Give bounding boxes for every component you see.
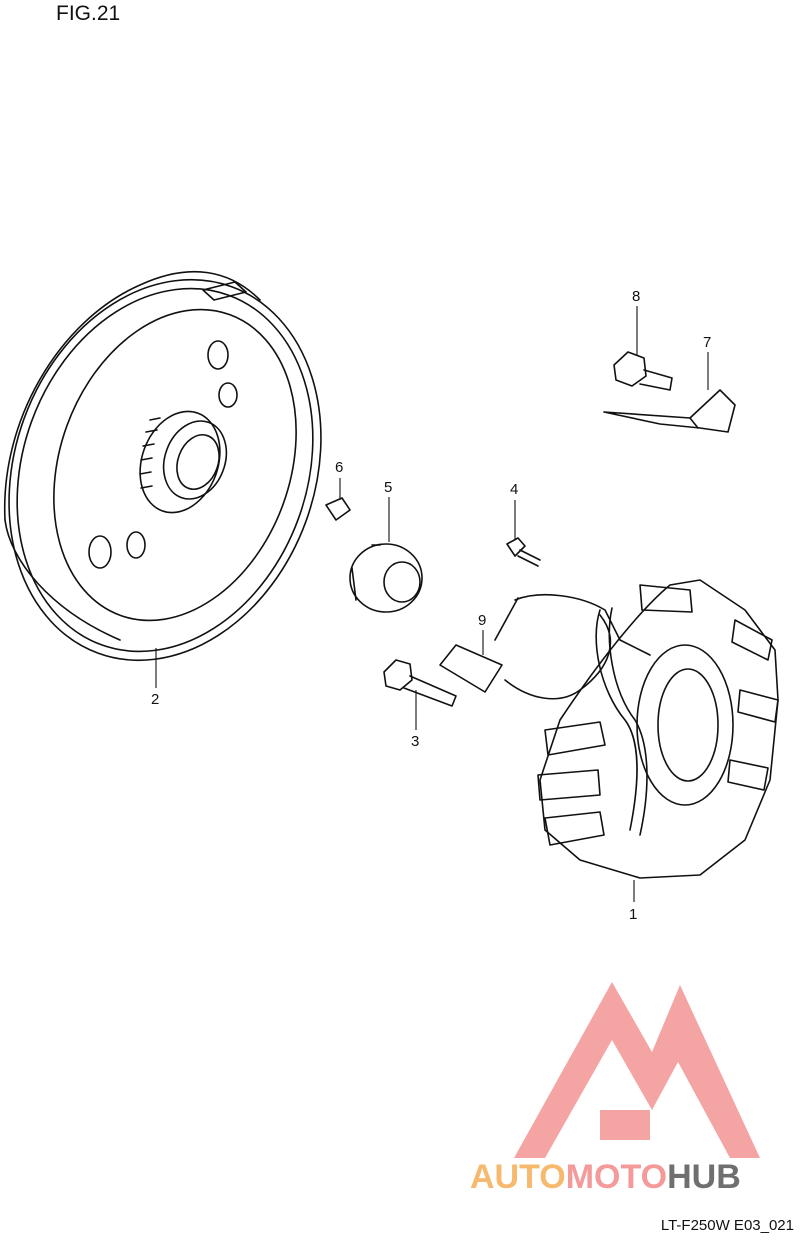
callout-4: 4 (510, 481, 518, 498)
logo-word-auto: AUTO (470, 1158, 566, 1196)
figure-title: FIG.21 (56, 2, 121, 25)
logo-triangle-mark (514, 982, 760, 1158)
callout-8: 8 (632, 288, 640, 305)
callout-2: 2 (151, 691, 159, 708)
logo-word-hub: HUB (667, 1158, 741, 1196)
svg-text:AUTOMOTOHUB: AUTOMOTOHUB (470, 1158, 741, 1196)
callout-1: 1 (629, 906, 637, 923)
grommet-pad (439, 644, 503, 693)
automotohub-logo: AUTOMOTOHUB (470, 982, 760, 1196)
logo-word-moto: MOTO (566, 1158, 667, 1196)
stator (494, 579, 779, 879)
callout-3: 3 (411, 733, 419, 750)
wire-clamp (603, 389, 736, 433)
callout-7: 7 (703, 334, 711, 351)
callout-9: 9 (478, 612, 486, 629)
figure-code: LT-F250W E03_021 (660, 1217, 794, 1234)
stator-bolt (383, 659, 457, 707)
rotor-flywheel (3, 270, 322, 662)
key (325, 497, 351, 521)
small-bolt (506, 537, 541, 567)
callout-5: 5 (384, 479, 392, 496)
clamp-bolt (613, 351, 673, 391)
callout-6: 6 (335, 459, 343, 476)
rotor-nut (349, 543, 423, 613)
